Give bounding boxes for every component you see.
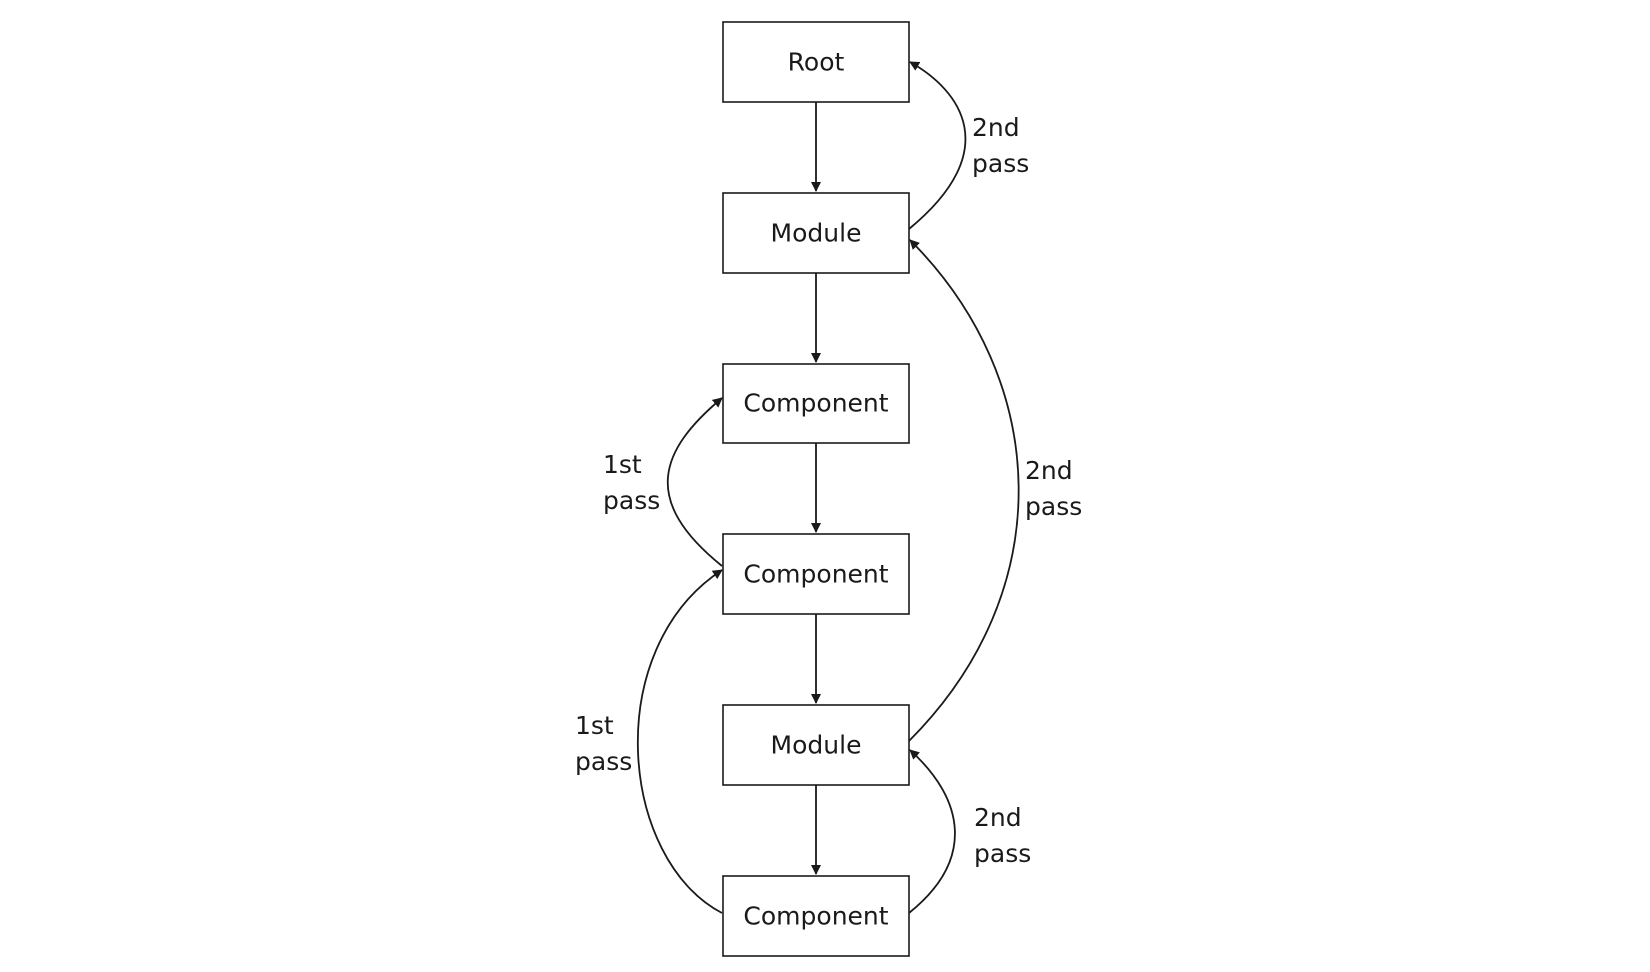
pass-label-word: pass (603, 486, 660, 515)
pass-label-ordinal: 2nd (1025, 456, 1073, 485)
pass-label-module-2-to-module-1: 2nd pass (1025, 456, 1082, 521)
node-label: Component (743, 902, 888, 931)
node-component-3: Component (722, 875, 910, 957)
pass-arrow-module-1-to-root (908, 61, 967, 230)
pass-label-component-3-to-module-2: 2nd pass (974, 803, 1031, 868)
pass-label-word: pass (575, 747, 632, 776)
pass-label-component-2-to-component-1: 1st pass (603, 450, 660, 515)
pass-label-ordinal: 2nd (972, 113, 1020, 142)
pass-arrow-component-3-to-module-2 (908, 749, 956, 914)
pass-arrows (637, 61, 1020, 914)
pass-arrow-component-3-to-component-2 (637, 569, 723, 914)
pass-label-word: pass (972, 149, 1029, 178)
pass-arrow-module-2-to-module-1 (908, 239, 1020, 742)
pass-arrow-component-2-to-component-1 (667, 397, 723, 567)
node-module-2: Module (722, 704, 910, 786)
node-label: Component (743, 389, 888, 418)
node-root: Root (722, 21, 910, 103)
pass-label-ordinal: 1st (603, 450, 642, 479)
node-component-2: Component (722, 533, 910, 615)
pass-labels: 2nd pass 1st pass 2nd pass 1st pass 2nd … (575, 113, 1082, 868)
node-label: Module (771, 219, 862, 248)
pass-label-ordinal: 2nd (974, 803, 1022, 832)
pass-label-word: pass (974, 839, 1031, 868)
node-label: Component (743, 560, 888, 589)
pass-label-component-3-to-component-2: 1st pass (575, 711, 632, 776)
node-module-1: Module (722, 192, 910, 274)
node-label: Module (771, 731, 862, 760)
node-label: Root (788, 48, 845, 77)
node-component-1: Component (722, 363, 910, 444)
pass-label-module-1-to-root: 2nd pass (972, 113, 1029, 178)
pass-label-word: pass (1025, 492, 1082, 521)
pass-label-ordinal: 1st (575, 711, 614, 740)
